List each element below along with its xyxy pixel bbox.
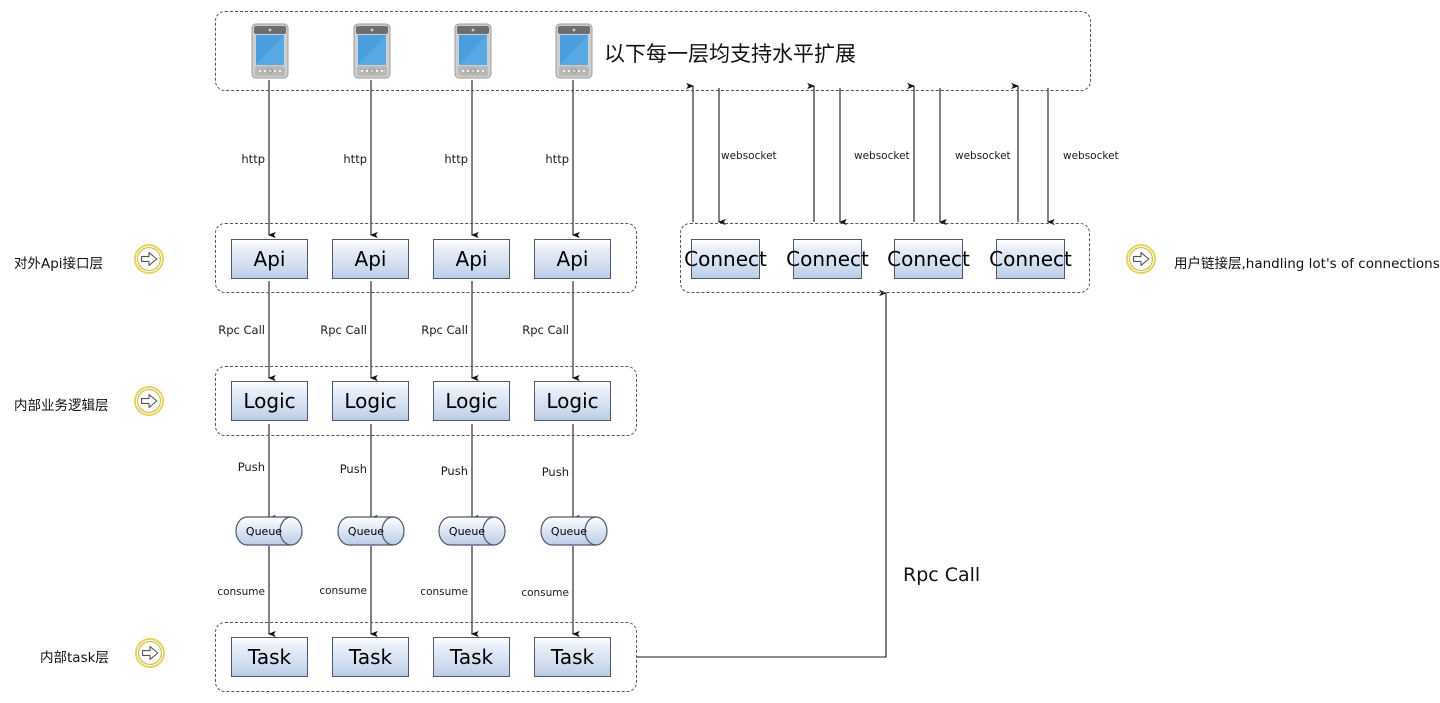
edge-label-consume: consume [521,587,569,599]
edge-label-rpc-call: Rpc Call [522,323,569,337]
logic-layer-group [215,366,637,436]
task-node[interactable]: Task [231,637,308,677]
clients-group [215,11,1091,91]
edge-label-consume: consume [319,585,367,597]
mobile-phone-icon [353,23,391,79]
edge-label-http: http [241,152,265,166]
edge-label-consume: consume [420,586,468,598]
api-node[interactable]: Api [332,239,409,279]
right-arrow-badge-icon [134,244,164,274]
task-node[interactable]: Task [332,637,409,677]
logic-node[interactable]: Logic [534,381,611,421]
api-node[interactable]: Api [231,239,308,279]
edge-label-http: http [444,152,468,166]
connect-node[interactable]: Connect [989,239,1072,279]
task-node[interactable]: Task [433,637,510,677]
task-layer-group [215,622,637,692]
logic-node[interactable]: Logic [433,381,510,421]
connect-node[interactable]: Connect [684,239,767,279]
queue-node[interactable]: Queue [337,516,405,546]
scaling-note: 以下每一层均支持水平扩展 [604,42,856,66]
queue-node[interactable]: Queue [438,516,506,546]
edge-label-push: Push [339,462,367,476]
logic-node[interactable]: Logic [332,381,409,421]
queue-node[interactable]: Queue [540,516,608,546]
connect-layer-group [680,223,1090,293]
edge-label-rpc-call: Rpc Call [320,323,367,337]
right-arrow-badge-icon [1126,244,1156,274]
edge-label-consume: consume [217,586,265,598]
row-label-logic-layer: 内部业务逻辑层 [14,398,109,414]
connect-node[interactable]: Connect [786,239,869,279]
edge-label-push: Push [541,465,569,479]
edge-label-http: http [545,152,569,166]
connect-node[interactable]: Connect [887,239,970,279]
right-arrow-badge-icon [135,638,165,668]
queue-node[interactable]: Queue [235,516,303,546]
logic-node[interactable]: Logic [231,381,308,421]
edge-label-rpc-call: Rpc Call [218,323,265,337]
api-layer-group [215,223,637,293]
row-label-api-layer: 对外Api接口层 [14,256,104,272]
mobile-phone-icon [555,23,593,79]
row-label-connect-layer: 用户链接层,handling lot's of connections [1174,256,1440,272]
mobile-phone-icon [454,23,492,79]
edge-label-websocket: websocket [1063,150,1119,162]
edge-label-websocket: websocket [721,150,777,162]
edge-label-http: http [343,152,367,166]
edge-label-websocket: websocket [955,150,1011,162]
api-node[interactable]: Api [433,239,510,279]
edge-label-push: Push [440,464,468,478]
edge-label-websocket: websocket [854,150,910,162]
api-node[interactable]: Api [534,239,611,279]
edge-label-task-rpc-call: Rpc Call [903,564,981,586]
edge-label-push: Push [237,460,265,474]
edge-label-rpc-call: Rpc Call [421,323,468,337]
right-arrow-badge-icon [134,386,164,416]
task-node[interactable]: Task [534,637,611,677]
row-label-task-layer: 内部task层 [40,650,109,666]
mobile-phone-icon [251,23,289,79]
